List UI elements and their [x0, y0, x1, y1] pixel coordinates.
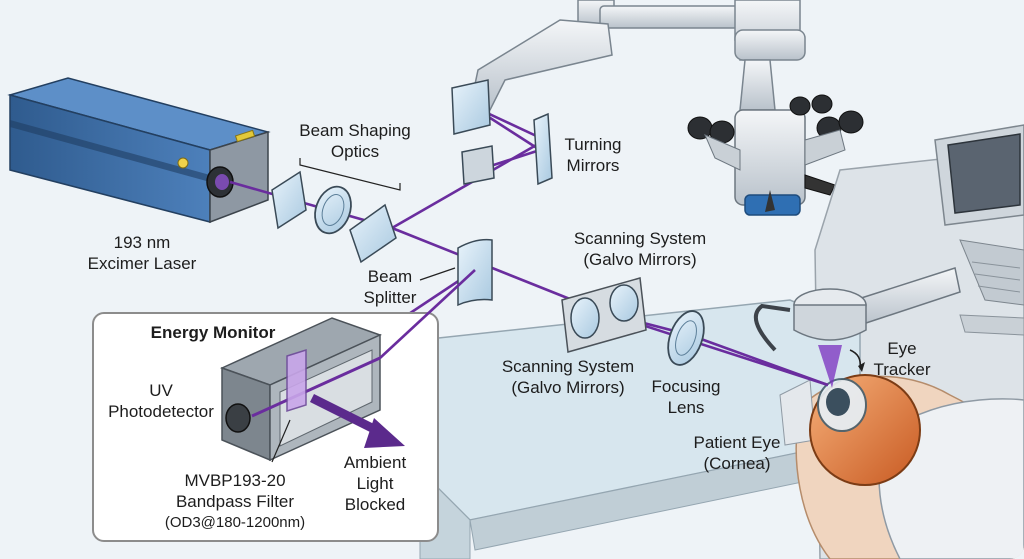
- excimer-laser-unit: [7, 77, 271, 224]
- microscope-arm: [469, 0, 806, 111]
- focusing-lens-optic: [667, 310, 705, 366]
- label-patient-eye: Patient Eye(Cornea): [693, 433, 781, 473]
- surgical-microscope: [687, 94, 864, 216]
- eye-tracker-unit: [753, 267, 961, 388]
- label-scanning-system-bottom: Scanning System(Galvo Mirrors): [501, 357, 635, 397]
- energy-monitor-title: Energy Monitor: [150, 323, 276, 342]
- beam-splitter-optic: [419, 238, 493, 307]
- patient-eye-graphic: [809, 374, 921, 486]
- galvo-scanner: [561, 277, 647, 353]
- beam-shaping-optics: [271, 158, 401, 264]
- turning-mirrors: [451, 79, 553, 186]
- label-scanning-system-top: Scanning System(Galvo Mirrors): [573, 229, 707, 269]
